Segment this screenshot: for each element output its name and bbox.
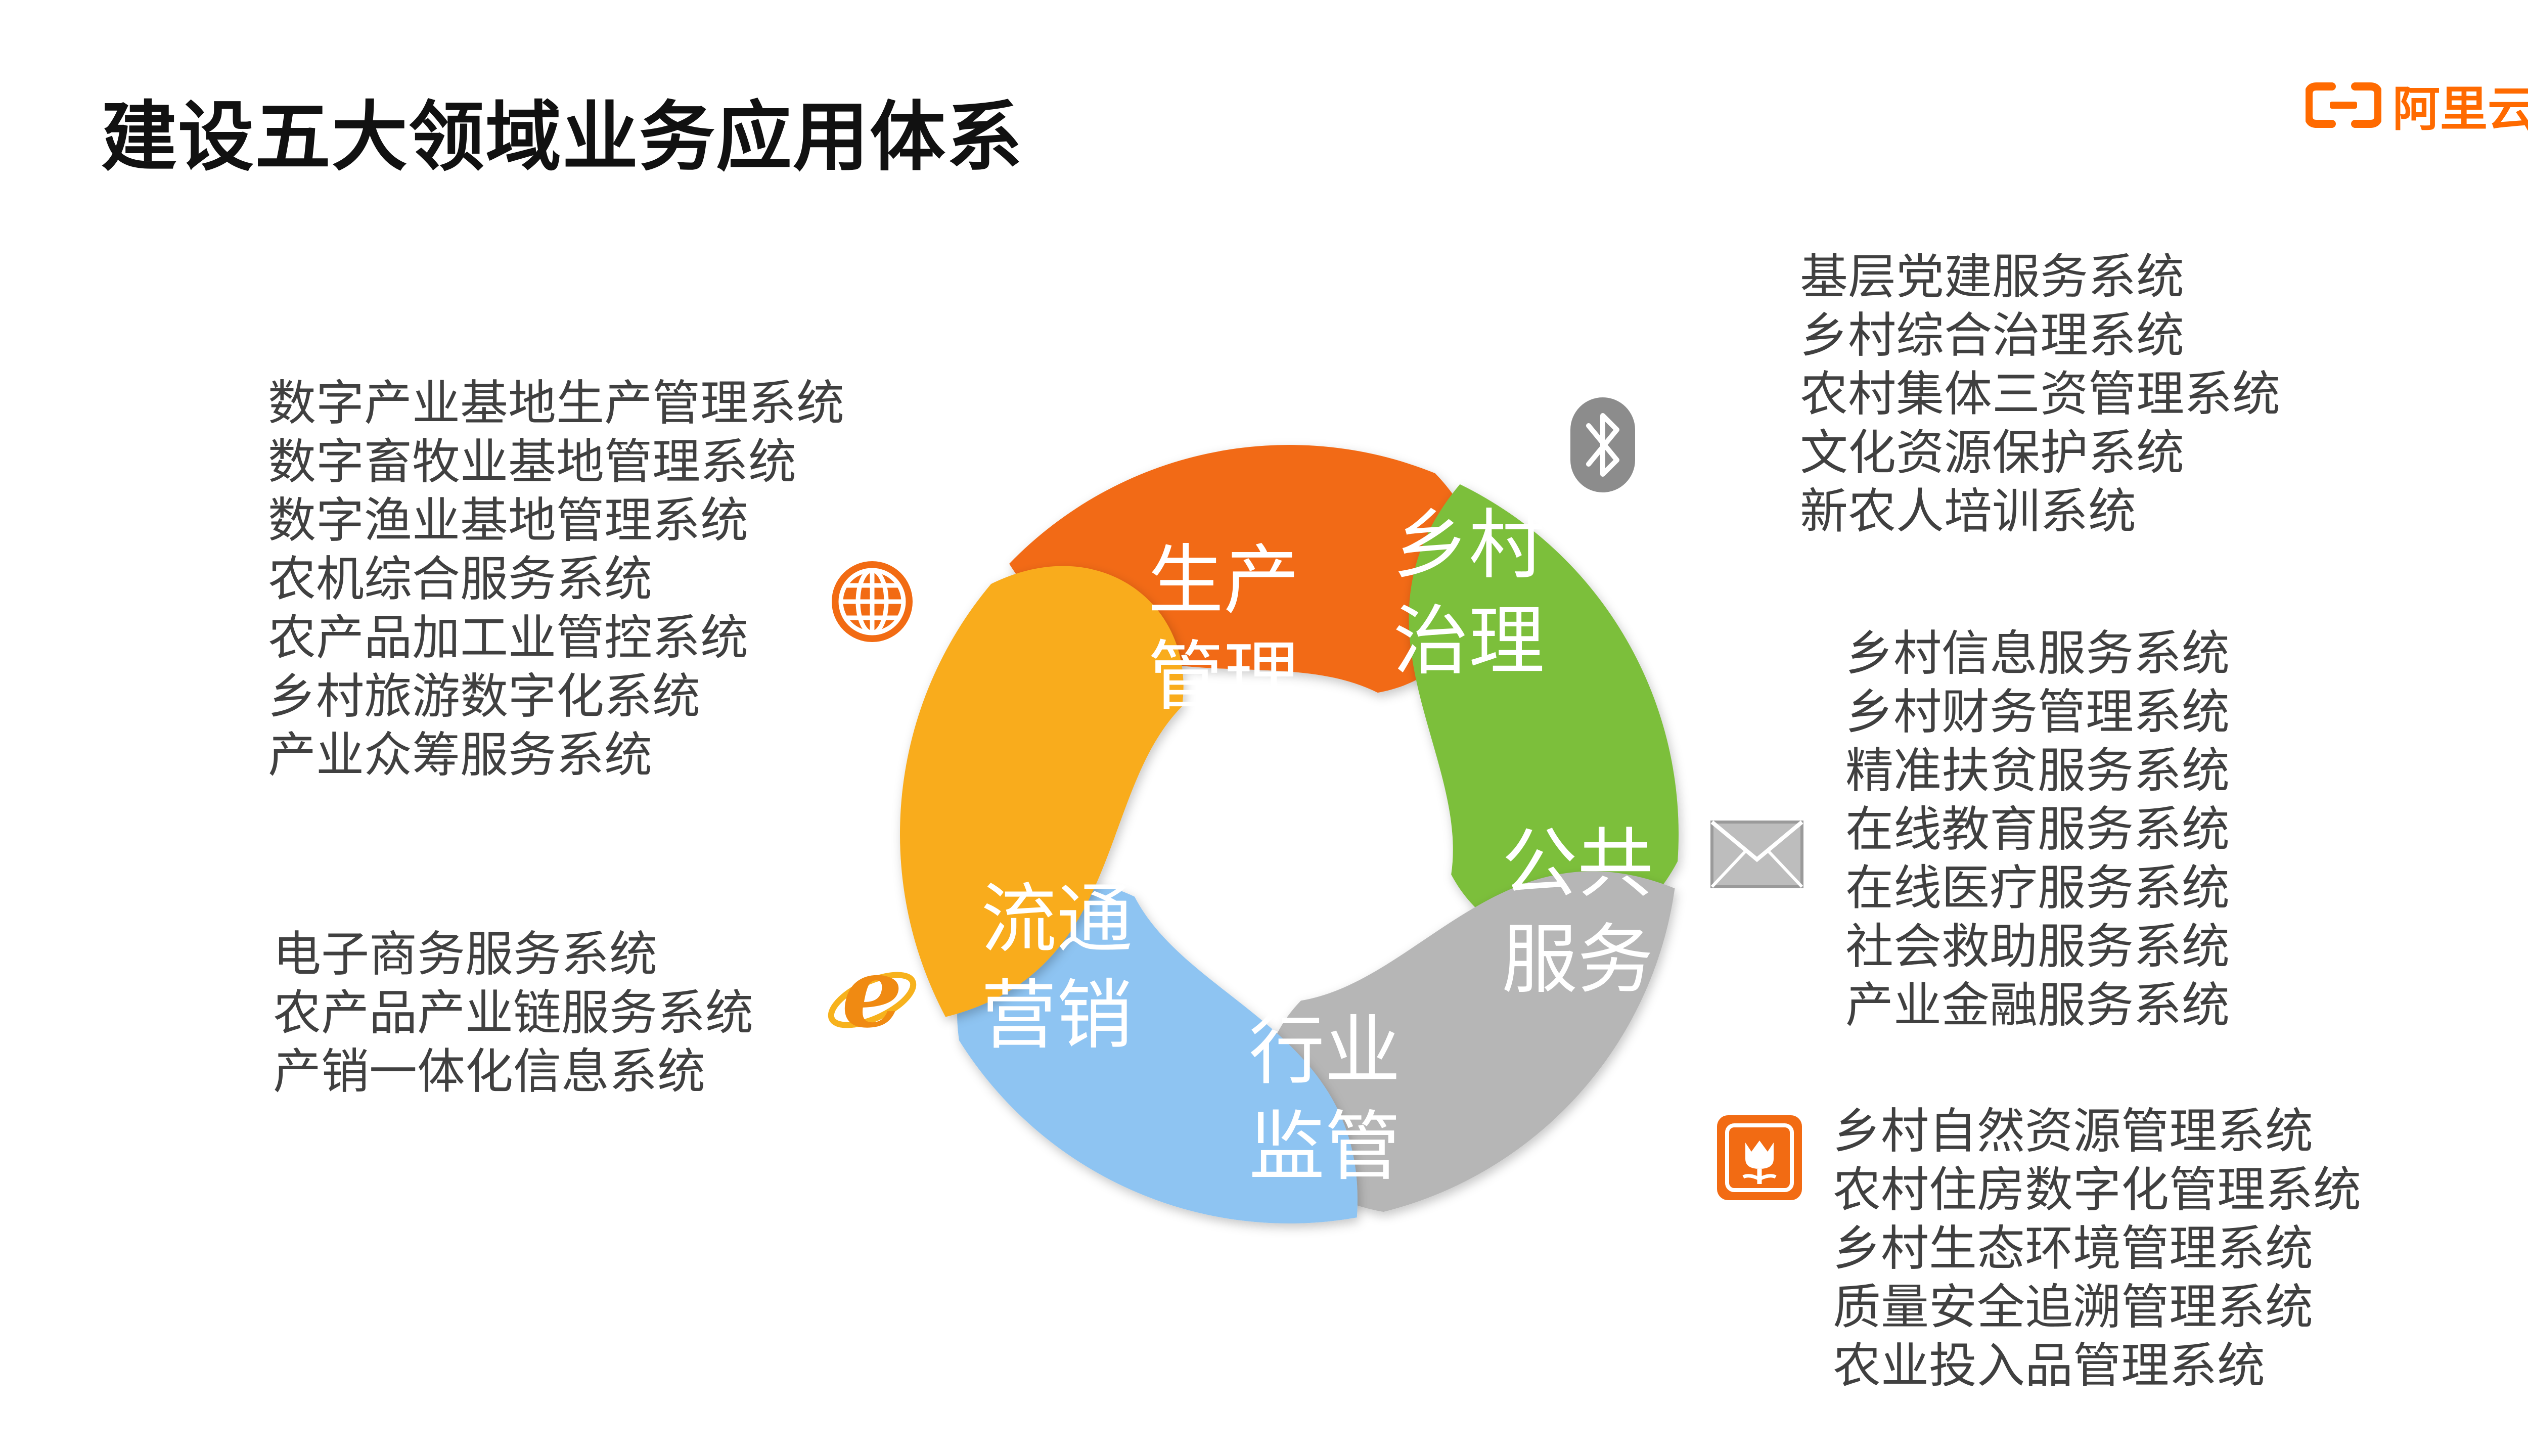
- governance-system-item: 新农人培训系统: [1800, 484, 2137, 539]
- aliyun-logo-icon: [2306, 82, 2381, 128]
- segment-label-public-service-line1: 公共: [1502, 820, 1653, 908]
- governance-system-item: 农村集体三资管理系统: [1800, 367, 2281, 422]
- governance-systems-list: 基层党建服务系统乡村综合治理系统农村集体三资管理系统文化资源保护系统新农人培训系…: [1800, 248, 2280, 541]
- page-title: 建设五大领域业务应用体系: [101, 94, 1024, 181]
- governance-system-item: 文化资源保护系统: [1800, 425, 2185, 481]
- segment-public-service: [1263, 871, 1675, 1212]
- public-service-system-item: 社会救助服务系统: [1845, 919, 2230, 975]
- aliyun-logo: 阿里云: [2306, 71, 2528, 140]
- segment-label-governance-line1: 乡村: [1393, 502, 1545, 589]
- segment-label-production-line2: 管理: [1148, 633, 1299, 721]
- governance-system-item: 乡村综合治理系统: [1800, 308, 2185, 363]
- segment-governance: [1409, 484, 1679, 942]
- regulation-systems-list: 乡村自然资源管理系统农村住房数字化管理系统乡村生态环境管理系统质量安全追溯管理系…: [1833, 1102, 2361, 1395]
- bluetooth-icon: [1567, 394, 1638, 495]
- segment-label-public-service-line2: 服务: [1502, 916, 1653, 1004]
- production-system-item: 乡村旅游数字化系统: [268, 669, 701, 724]
- ie-browser-icon: e: [824, 950, 920, 1046]
- segment-regulation: [957, 883, 1358, 1223]
- segment-marketing: [899, 566, 1184, 1017]
- segment-label-governance-line2: 治理: [1393, 598, 1545, 686]
- production-system-item: 农产品加工业管控系统: [268, 610, 749, 666]
- regulation-system-item: 农村住房数字化管理系统: [1833, 1162, 2362, 1218]
- production-system-item: 产业众筹服务系统: [268, 727, 653, 783]
- governance-system-item: 基层党建服务系统: [1800, 249, 2185, 305]
- regulation-system-item: 乡村自然资源管理系统: [1833, 1104, 2314, 1159]
- public-service-system-item: 乡村信息服务系统: [1845, 626, 2230, 681]
- regulation-system-item: 乡村生态环境管理系统: [1833, 1221, 2314, 1277]
- public-service-system-item: 在线医疗服务系统: [1845, 860, 2230, 916]
- five-domain-cycle-diagram: 生产 管理 乡村 治理 公共 服务 行业 监管 流通 营销: [899, 445, 1679, 1223]
- production-system-item: 数字产业基地生产管理系统: [268, 376, 845, 431]
- envelope-icon: [1709, 819, 1805, 890]
- segment-label-marketing-line1: 流通: [981, 876, 1133, 964]
- production-system-item: 数字畜牧业基地管理系统: [268, 434, 797, 490]
- marketing-systems-list: 电子商务服务系统农产品产业链服务系统产销一体化信息系统: [273, 925, 753, 1101]
- aliyun-logo-text: 阿里云: [2392, 82, 2528, 137]
- marketing-system-item: 电子商务服务系统: [273, 927, 658, 982]
- public-service-system-item: 精准扶贫服务系统: [1845, 743, 2230, 799]
- marketing-system-item: 农产品产业链服务系统: [273, 985, 754, 1041]
- flower-icon: [1714, 1112, 1805, 1203]
- production-systems-list: 数字产业基地生产管理系统数字畜牧业基地管理系统数字渔业基地管理系统农机综合服务系…: [268, 374, 844, 785]
- production-system-item: 数字渔业基地管理系统: [268, 493, 749, 549]
- segment-label-regulation-line1: 行业: [1249, 1007, 1401, 1095]
- svg-text:e: e: [842, 950, 903, 1046]
- segment-label-regulation-line2: 监管: [1249, 1103, 1401, 1191]
- public-service-system-item: 在线教育服务系统: [1845, 802, 2230, 857]
- regulation-system-item: 质量安全追溯管理系统: [1833, 1280, 2314, 1335]
- regulation-system-item: 农业投入品管理系统: [1833, 1338, 2266, 1394]
- globe-icon: [827, 556, 918, 647]
- public-service-system-item: 产业金融服务系统: [1845, 978, 2230, 1033]
- segment-label-production-line1: 生产: [1148, 537, 1299, 625]
- production-system-item: 农机综合服务系统: [268, 552, 653, 607]
- public-service-system-item: 乡村财务管理系统: [1845, 685, 2230, 740]
- segment-label-marketing-line2: 营销: [981, 972, 1133, 1060]
- marketing-system-item: 产销一体化信息系统: [273, 1044, 706, 1100]
- public-service-systems-list: 乡村信息服务系统乡村财务管理系统精准扶贫服务系统在线教育服务系统在线医疗服务系统…: [1845, 624, 2230, 1035]
